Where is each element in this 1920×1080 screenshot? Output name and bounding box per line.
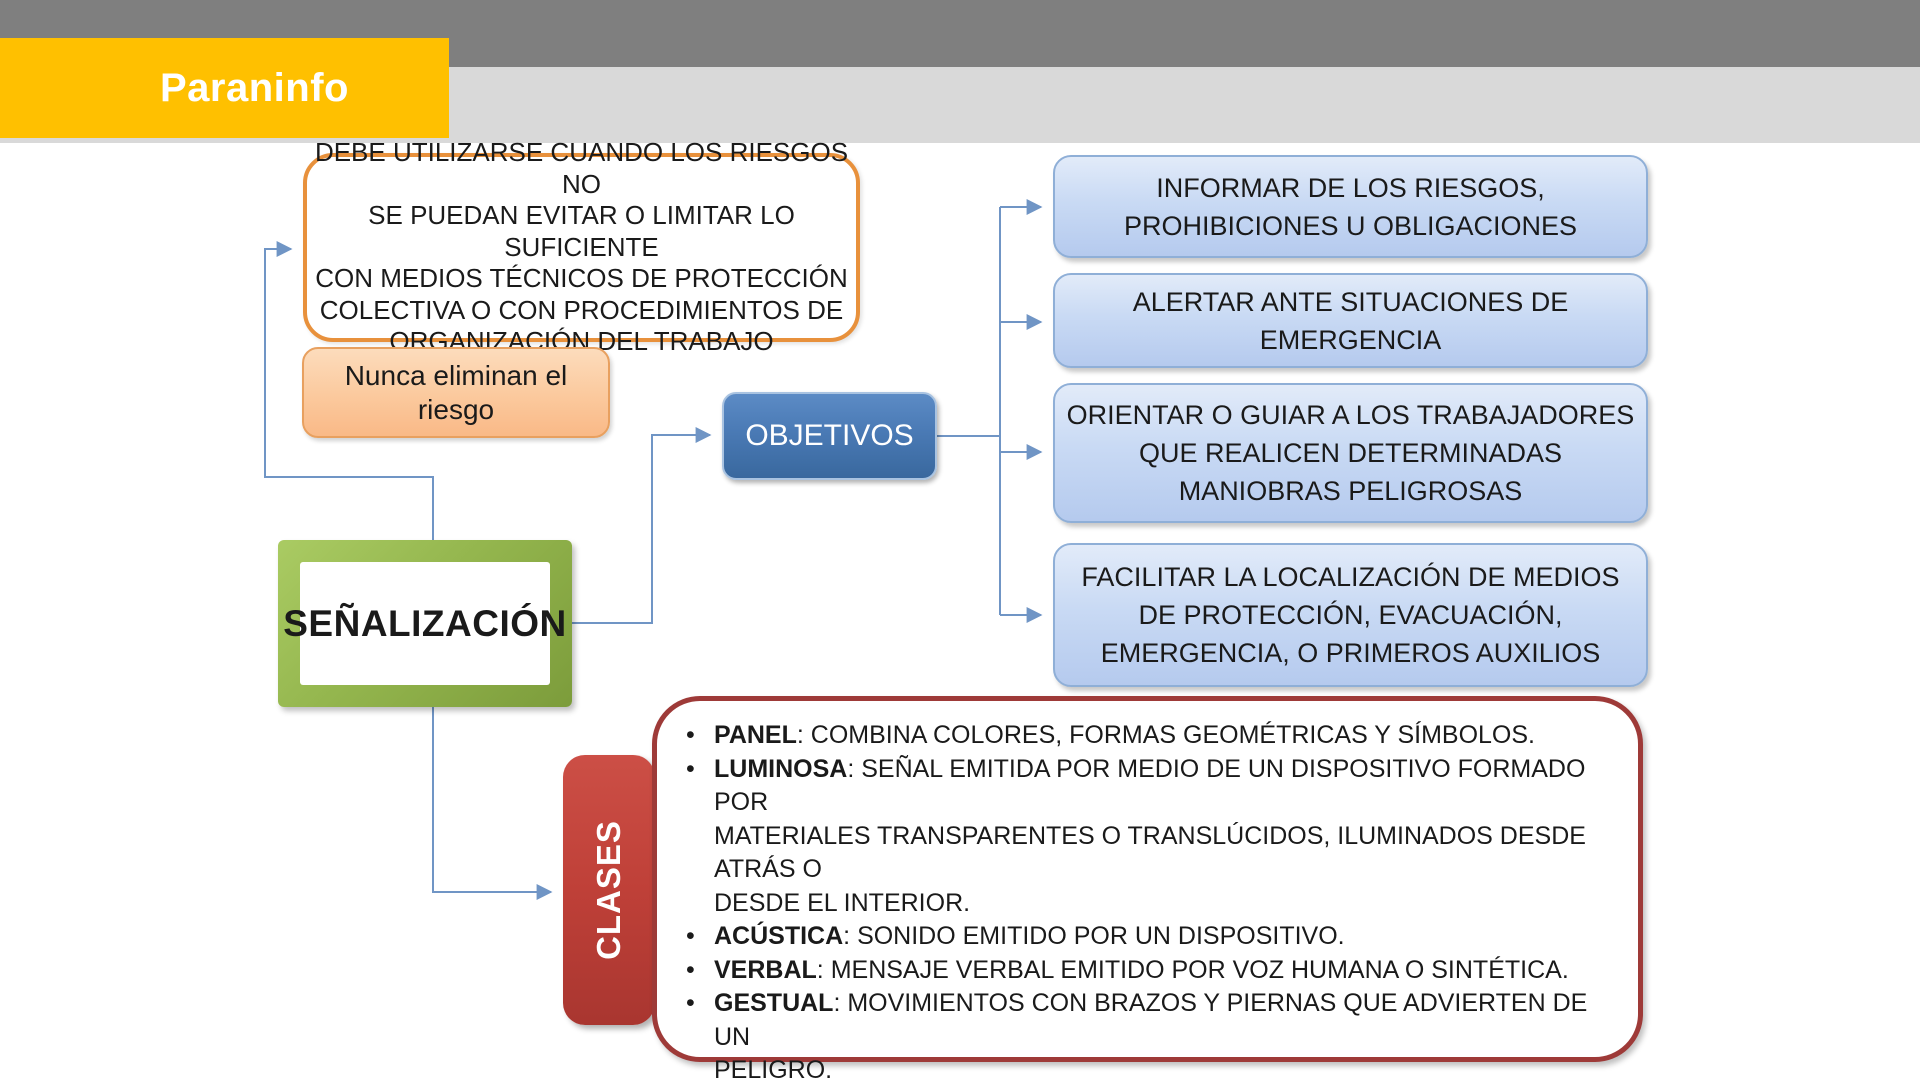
objectives-label: OBJETIVOS: [745, 419, 914, 452]
list-item-panel: PANEL: COMBINA COLORES, FORMAS GEOMÉTRIC…: [678, 719, 1618, 753]
objective-item-4: FACILITAR LA LOCALIZACIÓN DE MEDIOS DE P…: [1053, 543, 1648, 687]
brand-logo: Paraninfo: [0, 38, 449, 138]
connector-root-to-objectives: [572, 427, 712, 624]
note-text: Nunca eliminan el riesgo: [344, 359, 568, 425]
list-item-desc: : COMBINA COLORES, FORMAS GEOMÉTRICAS Y …: [796, 721, 1535, 749]
condition-text: DEBE UTILIZARSE CUANDO LOS RIESGOS NO SE…: [314, 137, 849, 357]
classes-label: CLASES: [590, 820, 628, 960]
list-item-desc: : MOVIMIENTOS CON BRAZOS Y PIERNAS QUE A…: [714, 989, 1588, 1080]
list-item-term: VERBAL: [714, 955, 817, 984]
root-node-inner: SEÑALIZACIÓN: [283, 562, 566, 685]
list-item-desc: : SEÑAL EMITIDA POR MEDIO DE UN DISPOSIT…: [714, 754, 1586, 917]
objective-item-text: FACILITAR LA LOCALIZACIÓN DE MEDIOS DE P…: [1081, 562, 1620, 668]
brand-label: Paraninfo: [160, 65, 349, 110]
objective-item-text: ORIENTAR O GUIAR A LOS TRABAJADORES QUE …: [1066, 400, 1635, 506]
list-item-desc: : MENSAJE VERBAL EMITIDO POR VOZ HUMANA …: [816, 955, 1569, 984]
list-item-term: LUMINOSA: [714, 754, 848, 783]
classes-list: PANEL: COMBINA COLORES, FORMAS GEOMÉTRIC…: [678, 719, 1618, 1080]
root-label: SEÑALIZACIÓN: [283, 602, 567, 644]
list-item-desc: : SONIDO EMITIDO POR UN DISPOSITIVO.: [843, 922, 1345, 950]
condition-box: DEBE UTILIZARSE CUANDO LOS RIESGOS NO SE…: [303, 137, 860, 356]
note-box: Nunca eliminan el riesgo: [302, 347, 610, 438]
list-item-term: GESTUAL: [714, 989, 834, 1017]
connector-root-to-classes: [432, 707, 553, 900]
objective-item-text: ALERTAR ANTE SITUACIONES DE EMERGENCIA: [1132, 286, 1569, 355]
list-item-luminosa: LUMINOSA: SEÑAL EMITIDA POR MEDIO DE UN …: [678, 753, 1618, 921]
list-item-term: PANEL: [714, 721, 797, 749]
root-node: SEÑALIZACIÓN: [278, 540, 572, 707]
objective-item-1: INFORMAR DE LOS RIESGOS, PROHIBICIONES U…: [1053, 155, 1648, 258]
list-item-term: ACÚSTICA: [714, 922, 844, 950]
list-item-acustica: ACÚSTICA: SONIDO EMITIDO POR UN DISPOSIT…: [678, 920, 1618, 954]
objective-item-2: ALERTAR ANTE SITUACIONES DE EMERGENCIA: [1053, 273, 1648, 368]
objective-item-text: INFORMAR DE LOS RIESGOS, PROHIBICIONES U…: [1123, 172, 1578, 241]
connector-root-to-condition: [264, 241, 434, 540]
objectives-node: OBJETIVOS: [722, 392, 937, 480]
list-item-gestual: GESTUAL: MOVIMIENTOS CON BRAZOS Y PIERNA…: [678, 987, 1618, 1080]
list-item-verbal: VERBAL: MENSAJE VERBAL EMITIDO POR VOZ H…: [678, 954, 1618, 988]
objective-item-3: ORIENTAR O GUIAR A LOS TRABAJADORES QUE …: [1053, 383, 1648, 523]
classes-node: CLASES: [563, 755, 655, 1025]
